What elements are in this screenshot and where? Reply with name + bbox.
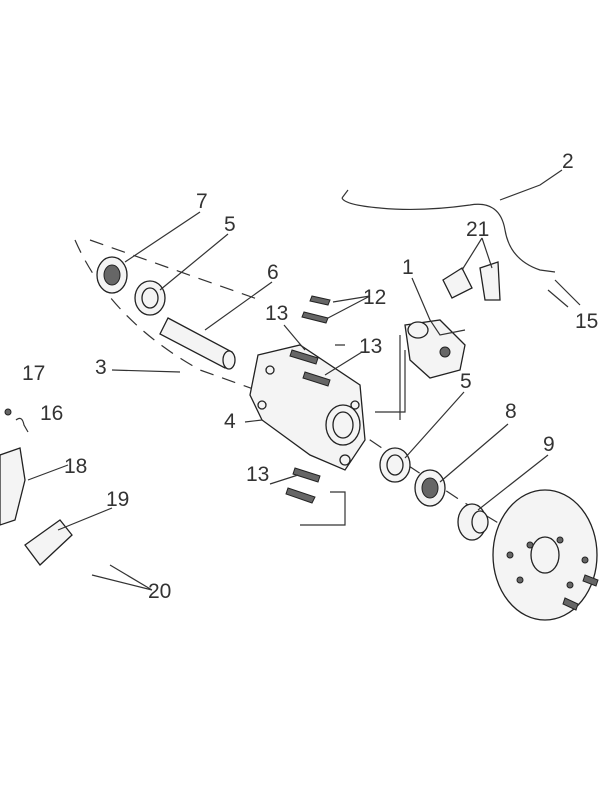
bolt-13c: [292, 467, 321, 483]
bolt-13d: [285, 487, 316, 504]
callout-19: 19: [106, 488, 129, 511]
axis-line-upper: [89, 239, 261, 301]
callout-8: 8: [505, 400, 517, 423]
bolt-13b: [302, 371, 331, 387]
brake-disc: [492, 489, 598, 621]
callout-12: 12: [363, 286, 386, 309]
callout-5a: 5: [224, 213, 236, 236]
callout-15: 15: [575, 310, 598, 333]
callout-16: 16: [40, 402, 63, 425]
callout-13c: 13: [246, 463, 269, 486]
hub-flange-9: [457, 503, 489, 541]
bearing-5: [134, 280, 166, 316]
callout-2: 2: [562, 150, 574, 173]
bracket-21b: [479, 261, 501, 301]
brake-caliper-1: [404, 319, 466, 379]
spacer-tube-6: [159, 317, 236, 370]
callout-21: 21: [466, 218, 489, 241]
callout-1: 1: [402, 256, 414, 279]
disc-bolt: [562, 597, 579, 611]
clip-16: [15, 417, 29, 433]
bearing-5b: [379, 447, 411, 483]
nut-17: [4, 408, 12, 416]
leader-lines: [27, 169, 581, 591]
disc-bolt-2: [582, 574, 599, 587]
mount-bracket-18: [0, 447, 26, 526]
callout-5b: 5: [460, 370, 472, 393]
callout-13a: 13: [265, 302, 288, 325]
callout-17: 17: [22, 362, 45, 385]
oil-seal-7: [96, 256, 128, 294]
callout-4: 4: [224, 410, 236, 433]
bolt-13a: [289, 349, 319, 365]
callout-18: 18: [64, 455, 87, 478]
bracket-21: [442, 267, 473, 299]
brake-hose: [341, 197, 556, 273]
hub-housing-4: [249, 344, 366, 471]
callout-13b: 13: [359, 335, 382, 358]
callout-7: 7: [196, 190, 208, 213]
oil-seal-8: [414, 469, 446, 507]
callout-6: 6: [267, 261, 279, 284]
callout-3: 3: [95, 356, 107, 379]
axis-line: [74, 239, 561, 561]
bolts-12: [301, 295, 331, 324]
callout-20: 20: [148, 580, 171, 603]
guard-19: [24, 519, 73, 566]
callout-9: 9: [543, 433, 555, 456]
